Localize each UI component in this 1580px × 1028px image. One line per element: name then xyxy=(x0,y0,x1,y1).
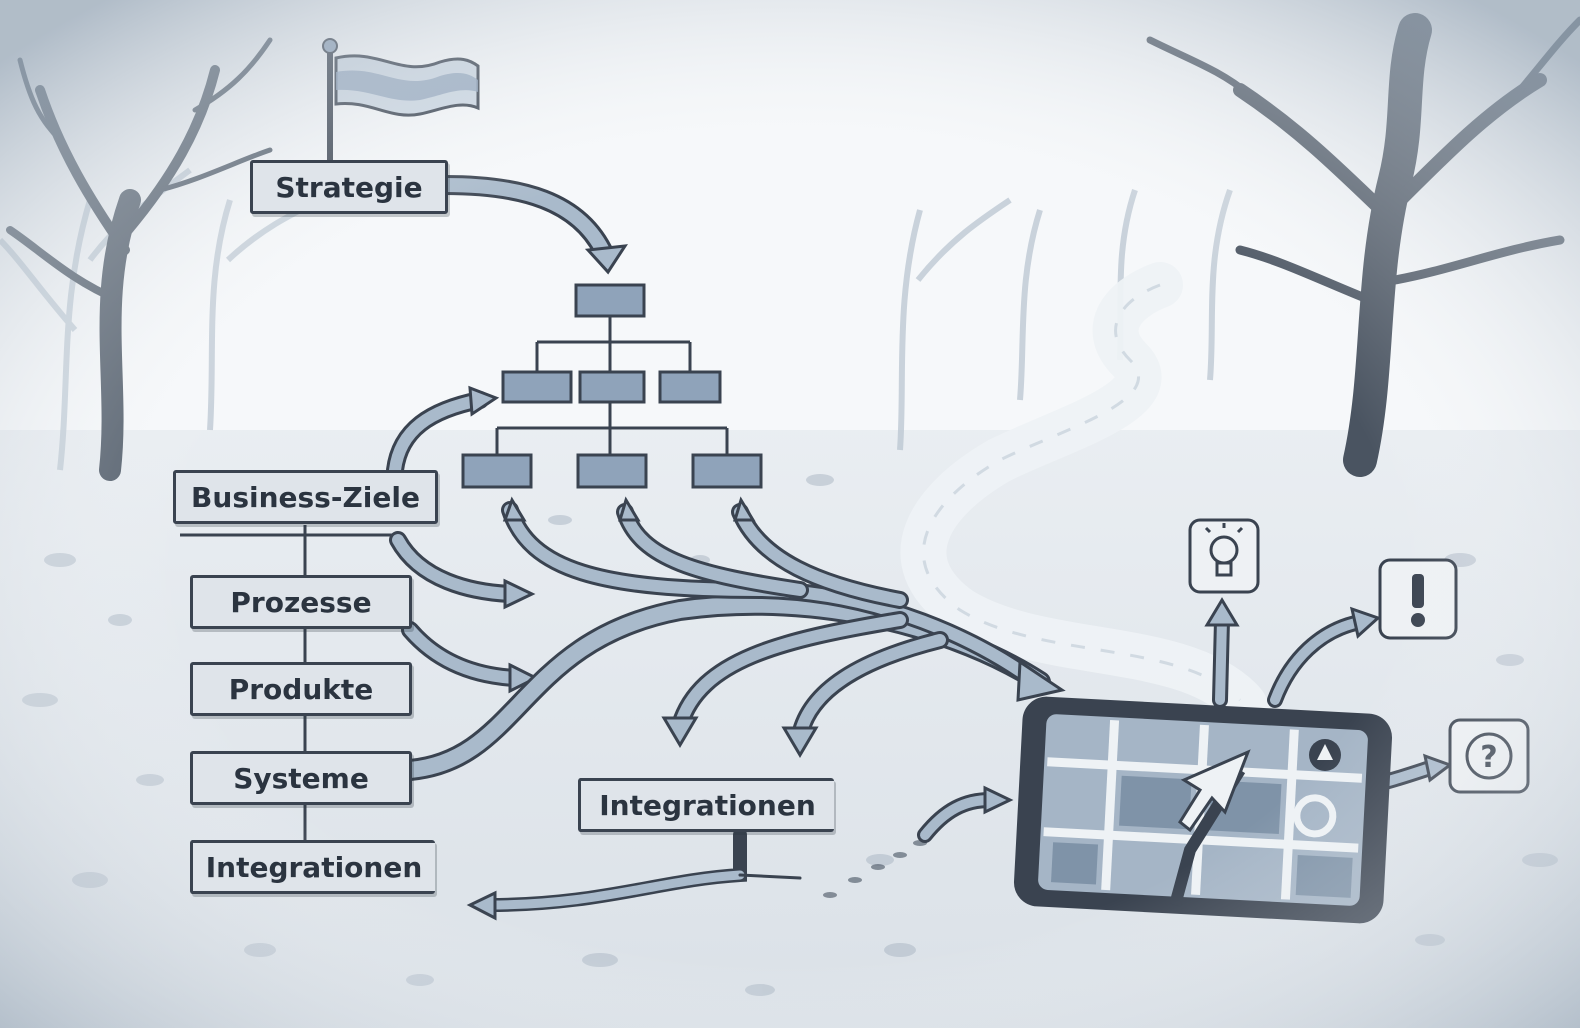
business-ziele-sign: Business-Ziele xyxy=(173,470,438,524)
business-ziele-label: Business-Ziele xyxy=(191,480,420,514)
integrationen-label-center: Integrationen xyxy=(599,788,816,822)
prozesse-label: Prozesse xyxy=(230,585,372,619)
systeme-label: Systeme xyxy=(233,761,369,795)
strategie-sign: Strategie xyxy=(250,160,448,214)
strategie-label: Strategie xyxy=(275,170,423,204)
integrationen-sign-left: Integrationen xyxy=(190,840,435,894)
produkte-sign: Produkte xyxy=(190,662,412,716)
prozesse-sign: Prozesse xyxy=(190,575,412,629)
systeme-sign: Systeme xyxy=(190,751,412,805)
integrationen-label-left: Integrationen xyxy=(205,850,423,884)
produkte-label: Produkte xyxy=(228,672,374,706)
integrationen-sign-center: Integrationen xyxy=(578,778,834,832)
